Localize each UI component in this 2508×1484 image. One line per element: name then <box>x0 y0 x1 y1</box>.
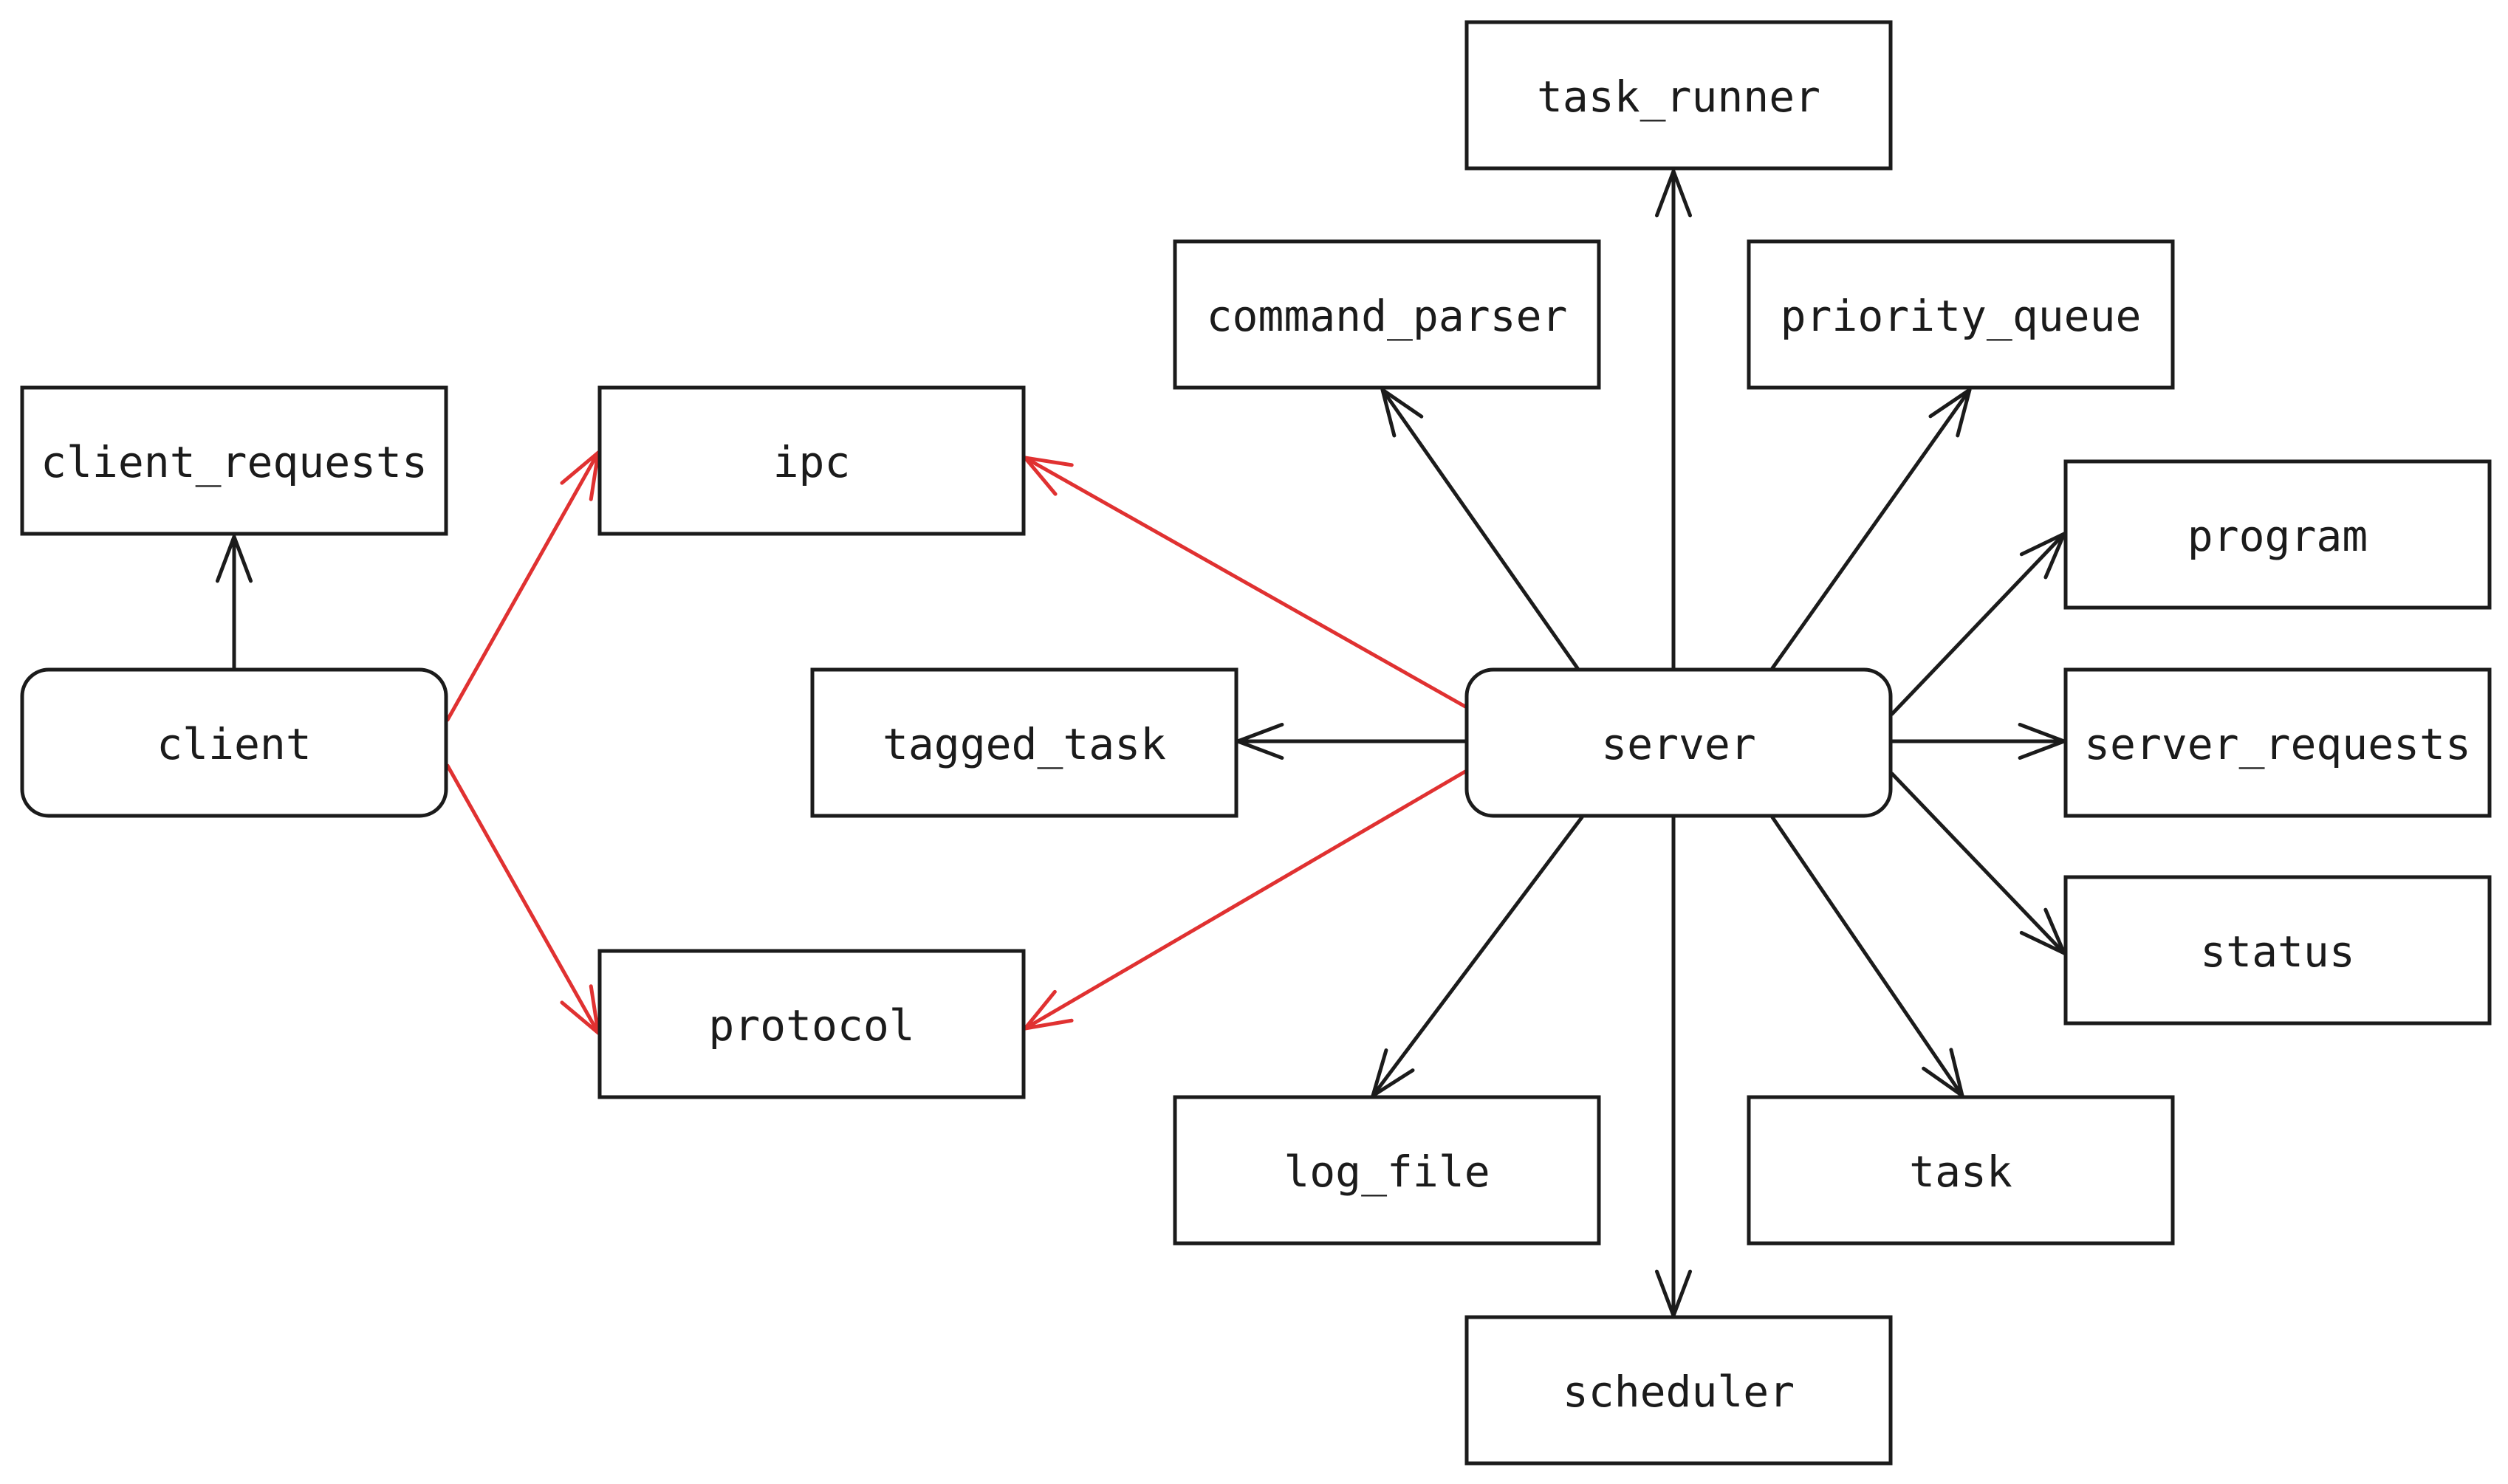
edge-line <box>1380 388 1580 670</box>
node-tagged-task[interactable]: tagged_task <box>810 667 1238 818</box>
node-task[interactable]: task <box>1747 1095 2175 1246</box>
arrowhead-icon <box>215 535 253 583</box>
edge-client-to-client-requests <box>215 535 253 670</box>
node-status[interactable]: status <box>2063 875 2492 1026</box>
node-scheduler[interactable]: scheduler <box>1464 1315 1893 1466</box>
node-label: priority_queue <box>1781 291 2142 341</box>
node-task-runner[interactable]: task_runner <box>1464 20 1893 171</box>
edge-line <box>445 450 600 722</box>
edge-line <box>1023 456 1467 709</box>
node-label: command_parser <box>1207 291 1568 341</box>
node-ipc[interactable]: ipc <box>597 385 1026 536</box>
edge-line <box>1371 815 1584 1098</box>
node-label: tagged_task <box>883 719 1166 769</box>
edge-line <box>1770 815 1964 1098</box>
arrowhead-icon <box>1654 169 1693 218</box>
node-priority-queue[interactable]: priority_queue <box>1747 239 2175 390</box>
node-label: ipc <box>773 437 851 487</box>
edge-server-to-status <box>1890 772 2066 955</box>
edge-server-to-command-parser <box>1380 388 1580 670</box>
arrowhead-icon <box>1380 388 1424 438</box>
node-server-requests[interactable]: server_requests <box>2063 667 2492 818</box>
node-label: protocol <box>708 1000 914 1051</box>
edge-server-to-priority-queue <box>1770 388 1972 670</box>
node-label: client_requests <box>41 437 428 487</box>
edge-server-to-server-requests <box>1890 722 2066 760</box>
edge-server-to-task-runner <box>1654 169 1693 670</box>
node-label: scheduler <box>1563 1367 1795 1417</box>
node-label: status <box>2200 927 2355 977</box>
node-client[interactable]: client <box>20 667 448 818</box>
edge-line <box>1023 769 1467 1031</box>
node-protocol[interactable]: protocol <box>597 949 1026 1099</box>
node-label: client <box>157 719 312 769</box>
edge-line <box>445 763 600 1035</box>
edge-server-to-task <box>1770 815 1964 1098</box>
edges <box>215 169 2066 1318</box>
node-client-requests[interactable]: client_requests <box>20 385 448 536</box>
edge-line <box>1770 388 1972 670</box>
node-log-file[interactable]: log_file <box>1173 1095 1601 1246</box>
node-label: task <box>1909 1147 2012 1197</box>
node-label: server <box>1601 719 1756 769</box>
node-server[interactable]: server <box>1464 667 1893 818</box>
node-label: log_file <box>1284 1147 1490 1197</box>
node-label: server_requests <box>2084 719 2471 769</box>
node-label: task_runner <box>1537 72 1820 122</box>
edge-server-to-log-file <box>1371 815 1584 1098</box>
edge-line <box>1890 772 2066 955</box>
node-label: program <box>2187 511 2368 561</box>
edge-client-to-ipc <box>445 450 600 722</box>
node-command-parser[interactable]: command_parser <box>1173 239 1601 390</box>
edge-client-to-protocol <box>445 763 600 1035</box>
edge-server-to-tagged-task <box>1236 722 1467 760</box>
edge-server-to-scheduler <box>1654 815 1693 1318</box>
arrowhead-icon <box>1928 388 1972 438</box>
edge-server-to-program <box>1890 532 2066 716</box>
edge-line <box>1890 532 2066 716</box>
node-program[interactable]: program <box>2063 459 2492 610</box>
